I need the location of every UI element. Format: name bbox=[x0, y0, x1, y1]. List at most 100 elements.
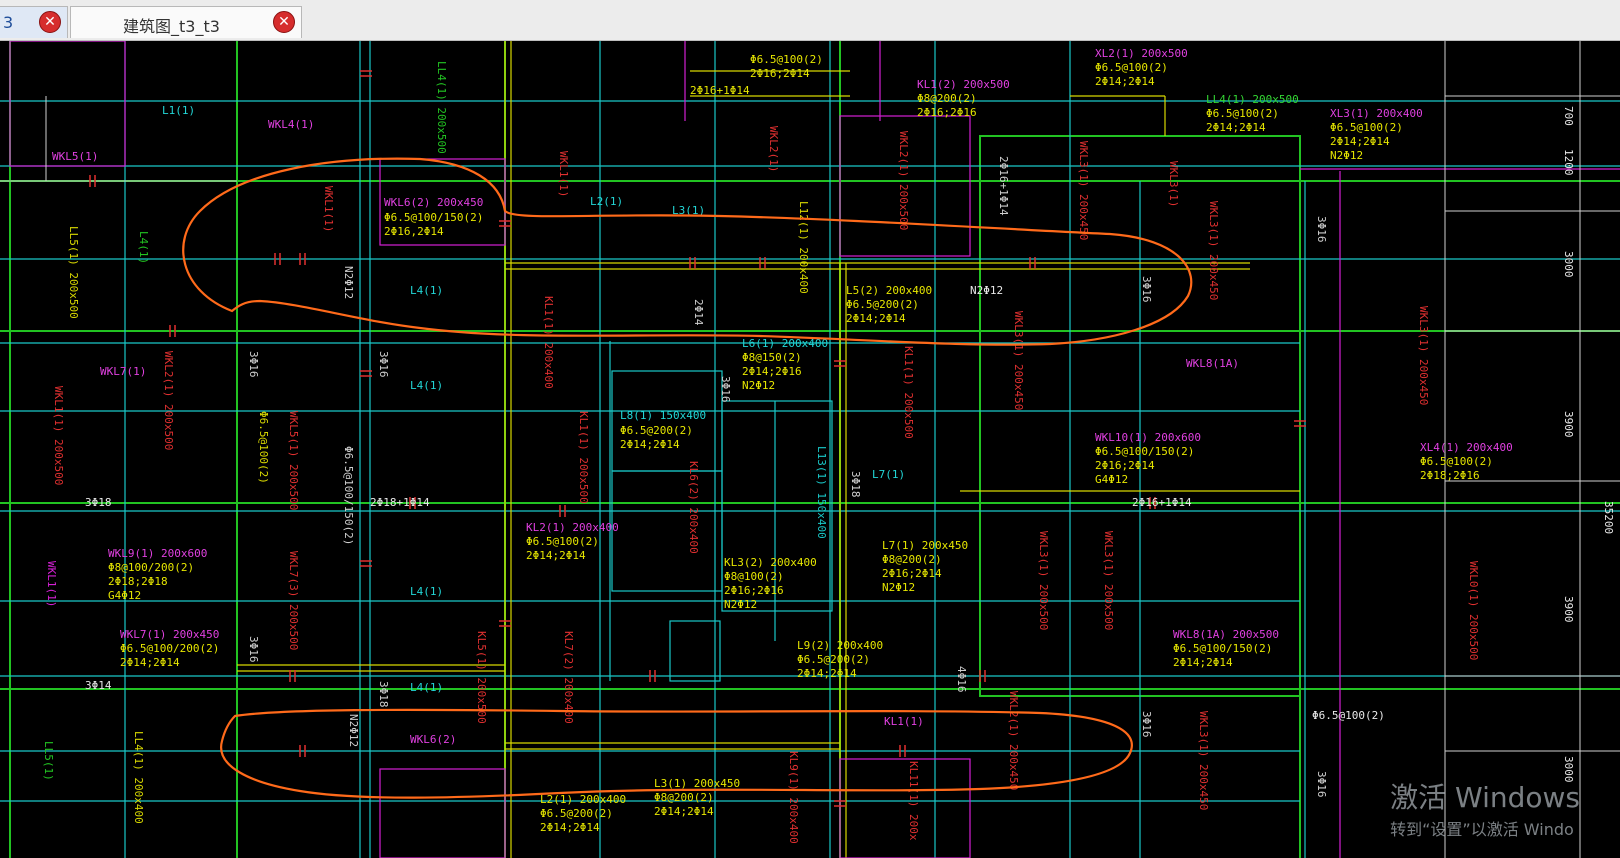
beam-label: 2Φ14;2Φ14 bbox=[120, 656, 180, 669]
beam-label: Φ8@100(2) bbox=[724, 570, 784, 583]
dimension-label: 35200 bbox=[1602, 501, 1615, 534]
beam-label: 2Φ14;2Φ14 bbox=[1173, 656, 1233, 669]
beam-label: L4(1) bbox=[410, 585, 443, 598]
beam-label: KL1(1) bbox=[884, 715, 924, 728]
watermark-title: 激活 Windows bbox=[1390, 781, 1580, 814]
close-icon[interactable]: ✕ bbox=[39, 11, 61, 33]
dimension-label: 3000 bbox=[1562, 756, 1575, 783]
svg-text:WKL2(1) 200x500: WKL2(1) 200x500 bbox=[162, 351, 175, 450]
beam-label: 2Φ16;2Φ16 bbox=[917, 106, 977, 119]
svg-text:LL4(1) 200x400: LL4(1) 200x400 bbox=[132, 731, 145, 824]
beam-label: L2(1) 200x400 bbox=[540, 793, 626, 806]
tab-drawing-3[interactable]: 3 ✕ bbox=[0, 6, 68, 38]
beam-label: 2Φ14;2Φ14 bbox=[540, 821, 600, 834]
beam-label: Φ8@200(2) bbox=[654, 791, 714, 804]
svg-text:Φ6.5@100/150(2): Φ6.5@100/150(2) bbox=[342, 446, 355, 545]
svg-text:L12(1) 200x400: L12(1) 200x400 bbox=[797, 201, 810, 294]
svg-text:3Φ16: 3Φ16 bbox=[1315, 771, 1328, 798]
dimension-label: 700 bbox=[1562, 106, 1575, 126]
svg-text:N2Φ12: N2Φ12 bbox=[347, 714, 360, 747]
beam-label: WKL8(1A) bbox=[1186, 357, 1239, 370]
beam-label: 2Φ18;2Φ18 bbox=[108, 575, 168, 588]
beam-label: Φ6.5@100(2) bbox=[1312, 709, 1385, 722]
svg-text:L4(1): L4(1) bbox=[137, 231, 150, 264]
beam-label: L1(1) bbox=[162, 104, 195, 117]
beam-label: XL3(1) 200x400 bbox=[1330, 107, 1423, 120]
column-marks bbox=[89, 70, 1306, 807]
beam-label: KL1(2) 200x500 bbox=[917, 78, 1010, 91]
svg-text:WKL1(1): WKL1(1) bbox=[322, 186, 335, 232]
tab-label: 建筑图_t3_t3 bbox=[123, 17, 220, 36]
svg-text:4Φ16: 4Φ16 bbox=[955, 666, 968, 693]
beam-label: Φ8@150(2) bbox=[742, 351, 802, 364]
svg-text:3Φ16: 3Φ16 bbox=[1315, 216, 1328, 243]
markup-ellipse-top bbox=[182, 157, 1193, 346]
beam-label: L2(1) bbox=[590, 195, 623, 208]
svg-text:3Φ16: 3Φ16 bbox=[1140, 711, 1153, 738]
beam-label: L3(1) 200x450 bbox=[654, 777, 740, 790]
beam-label: WKL6(2) bbox=[410, 733, 456, 746]
beam-label: L4(1) bbox=[410, 379, 443, 392]
beam-label: N2Φ12 bbox=[970, 284, 1003, 297]
beam-label: Φ6.5@100/150(2) bbox=[1095, 445, 1194, 458]
close-icon[interactable]: ✕ bbox=[273, 11, 295, 33]
svg-text:KL1(1) 200x500: KL1(1) 200x500 bbox=[902, 346, 915, 439]
tab-label: 3 bbox=[3, 13, 14, 32]
beam-label: 2Φ16;2Φ14 bbox=[882, 567, 942, 580]
beam-label: L5(2) 200x400 bbox=[846, 284, 932, 297]
svg-text:KL1(1) 200x500: KL1(1) 200x500 bbox=[577, 411, 590, 504]
svg-text:3Φ16: 3Φ16 bbox=[1140, 276, 1153, 303]
beam-label: LL4(1) 200x500 bbox=[1206, 93, 1299, 106]
beam-label: Φ6.5@100(2) bbox=[750, 53, 823, 66]
beam-label: XL4(1) 200x400 bbox=[1420, 441, 1513, 454]
beam-label: N2Φ12 bbox=[742, 379, 775, 392]
beam-label: Φ8@200(2) bbox=[917, 92, 977, 105]
svg-text:Φ6.5@100(2): Φ6.5@100(2) bbox=[257, 411, 270, 484]
beam-label: L7(1) bbox=[872, 468, 905, 481]
svg-text:WKL2(1): WKL2(1) bbox=[767, 126, 780, 172]
beam-label: KL3(2) 200x400 bbox=[724, 556, 817, 569]
svg-text:WKL3(1) 200x450: WKL3(1) 200x450 bbox=[1207, 201, 1220, 300]
document-tab-bar: 3 ✕ 建筑图_t3_t3 ✕ bbox=[0, 0, 1620, 41]
beam-label: 2Φ14;2Φ14 bbox=[1330, 135, 1390, 148]
svg-text:3Φ16: 3Φ16 bbox=[247, 636, 260, 663]
beam-label: Φ6.5@100(2) bbox=[1330, 121, 1403, 134]
beam-label: L6(1) 200x400 bbox=[742, 337, 828, 350]
svg-text:WKL3(1) 200x500: WKL3(1) 200x500 bbox=[1037, 531, 1050, 630]
beam-label: N2Φ12 bbox=[882, 581, 915, 594]
svg-text:3Φ18: 3Φ18 bbox=[849, 471, 862, 498]
tab-architectural-drawing[interactable]: 建筑图_t3_t3 ✕ bbox=[70, 6, 302, 38]
beam-label: Φ6.5@200(2) bbox=[797, 653, 870, 666]
beam-label: 2Φ16;2Φ16 bbox=[724, 584, 784, 597]
beam-label: L8(1) 150x400 bbox=[620, 409, 706, 422]
beam-label: KL2(1) 200x400 bbox=[526, 521, 619, 534]
svg-text:WKL3(1) 200x500: WKL3(1) 200x500 bbox=[1102, 531, 1115, 630]
svg-text:3Φ16: 3Φ16 bbox=[247, 351, 260, 378]
dimension-label: 3000 bbox=[1562, 251, 1575, 278]
cad-drawing-canvas[interactable]: LL5(1) 200x500 L4(1) WKL1(1) WKL1(1) 200… bbox=[0, 41, 1620, 858]
beam-label: 2Φ16+1Φ14 bbox=[1132, 496, 1192, 509]
beam-label: Φ6.5@100/200(2) bbox=[120, 642, 219, 655]
svg-text:3Φ16: 3Φ16 bbox=[719, 376, 732, 403]
beam-label: Φ6.5@200(2) bbox=[620, 424, 693, 437]
beam-label: WKL8(1A) 200x500 bbox=[1173, 628, 1279, 641]
svg-text:WKL3(1) 200x450: WKL3(1) 200x450 bbox=[1077, 141, 1090, 240]
svg-text:N2Φ12: N2Φ12 bbox=[342, 266, 355, 299]
beam-label: G4Φ12 bbox=[1095, 473, 1128, 486]
beam-label: Φ8@100/200(2) bbox=[108, 561, 194, 574]
beam-label: Φ6.5@200(2) bbox=[540, 807, 613, 820]
beam-label: Φ6.5@100/150(2) bbox=[384, 211, 483, 224]
beam-label: L3(1) bbox=[672, 204, 705, 217]
dimension-label: 1200 bbox=[1562, 149, 1575, 176]
svg-text:WKL2(1) 200x450: WKL2(1) 200x450 bbox=[1007, 691, 1020, 790]
white-lines bbox=[0, 41, 1620, 858]
beam-label: WKL9(1) 200x600 bbox=[108, 547, 207, 560]
beam-label: 2Φ14;2Φ16 bbox=[742, 365, 802, 378]
markup-annotations bbox=[182, 157, 1193, 799]
svg-text:WKL3(1) 200x450: WKL3(1) 200x450 bbox=[1012, 311, 1025, 410]
beam-label: 2Φ14;2Φ14 bbox=[1206, 121, 1266, 134]
cad-drawing[interactable]: LL5(1) 200x500 L4(1) WKL1(1) WKL1(1) 200… bbox=[0, 41, 1620, 858]
beam-label: 2Φ18+1Φ14 bbox=[370, 496, 430, 509]
svg-text:LL5(1) 200x500: LL5(1) 200x500 bbox=[67, 226, 80, 319]
beam-label: 2Φ18;2Φ16 bbox=[1420, 469, 1480, 482]
